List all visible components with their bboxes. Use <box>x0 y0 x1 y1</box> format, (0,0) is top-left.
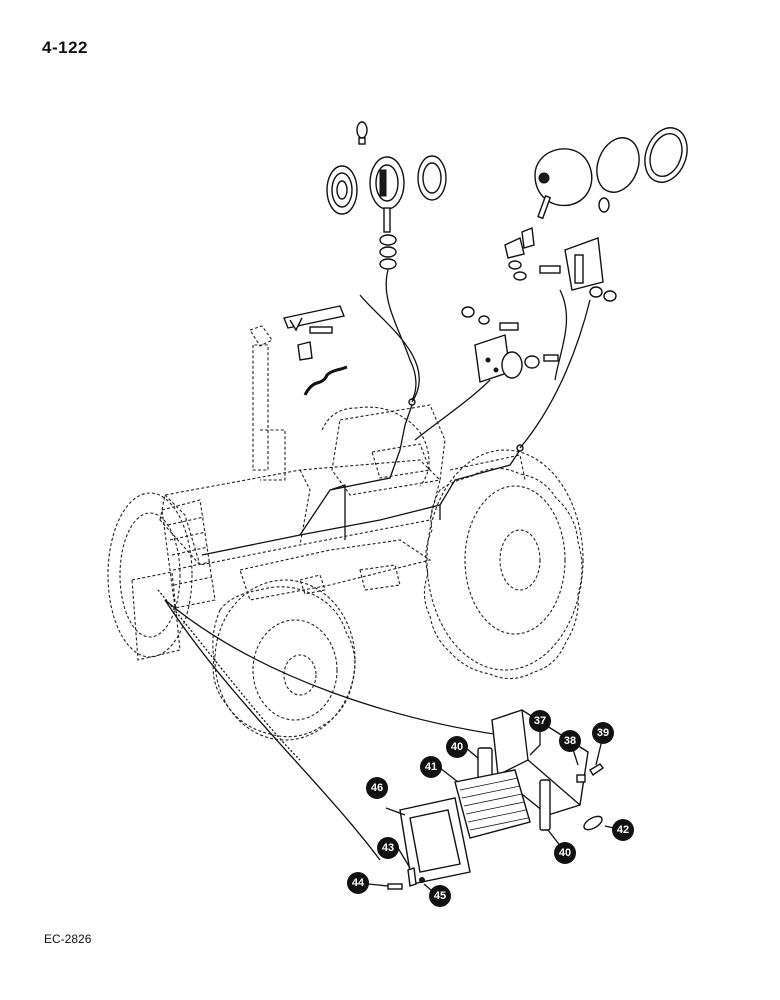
svg-text:41: 41 <box>425 761 437 773</box>
svg-text:45: 45 <box>434 890 446 902</box>
callout-46: 46 <box>366 777 388 799</box>
middle-bracket-parts <box>461 306 559 383</box>
upper-right-lamp-parts <box>504 127 688 381</box>
small-parts-left <box>283 305 348 396</box>
wiring-harness <box>157 294 591 861</box>
work-lamp-assembly <box>387 709 604 890</box>
svg-text:46: 46 <box>371 782 383 794</box>
callout-41: 41 <box>420 756 442 778</box>
upper-left-lamp-parts <box>326 121 447 401</box>
callout-43: 43 <box>377 837 399 859</box>
document-code: EC-2826 <box>44 932 92 946</box>
svg-text:40: 40 <box>451 741 463 753</box>
svg-text:39: 39 <box>597 727 609 739</box>
callout-40-top: 40 <box>446 736 468 758</box>
callout-40-bottom: 40 <box>554 842 576 864</box>
svg-text:44: 44 <box>352 877 365 889</box>
callout-39: 39 <box>592 722 614 744</box>
callout-38: 38 <box>559 730 581 752</box>
callout-44: 44 <box>347 872 369 894</box>
callout-42: 42 <box>612 819 634 841</box>
callout-45: 45 <box>429 885 451 907</box>
callout-37: 37 <box>529 710 551 732</box>
tractor-outline <box>107 325 584 741</box>
page-number: 4-122 <box>42 38 88 57</box>
svg-text:43: 43 <box>382 842 394 854</box>
svg-text:40: 40 <box>559 847 571 859</box>
svg-text:42: 42 <box>617 824 629 836</box>
svg-text:37: 37 <box>534 715 546 727</box>
svg-text:38: 38 <box>564 735 576 747</box>
